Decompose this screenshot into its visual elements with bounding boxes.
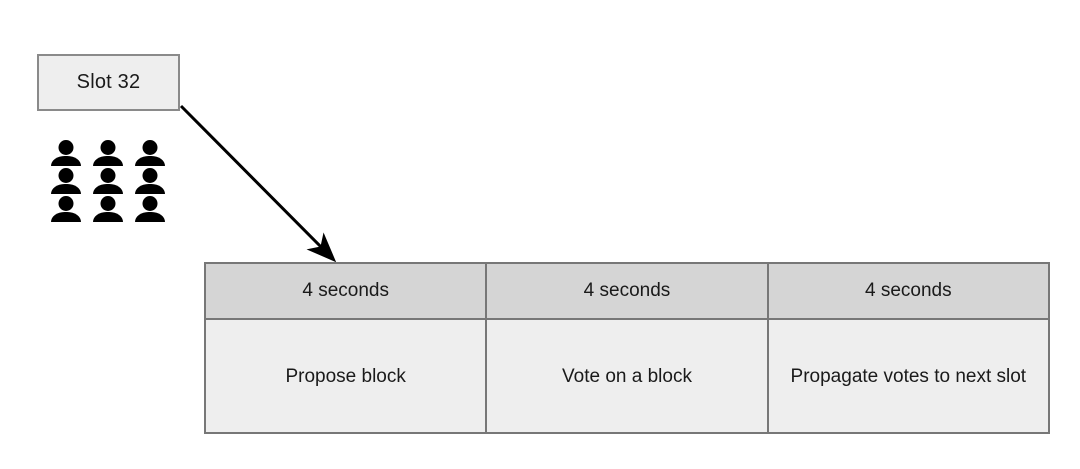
person-icon (87, 139, 129, 167)
person-head (142, 196, 158, 211)
duration-label-3: 4 seconds (865, 280, 952, 301)
person-icon (129, 167, 171, 195)
person-head (142, 140, 158, 155)
person-body (135, 156, 165, 166)
duration-cell-2: 4 seconds (485, 262, 769, 320)
slot-phase-table: 4 seconds 4 seconds 4 seconds Propose bl… (203, 262, 1051, 434)
person-icon (45, 195, 87, 223)
phase-label-3: Propagate votes to next slot (790, 365, 1027, 387)
phase-label-2: Vote on a block (562, 365, 692, 387)
person-body (51, 156, 81, 166)
duration-label-2: 4 seconds (583, 280, 671, 301)
table-row-durations: 4 seconds 4 seconds 4 seconds (203, 262, 1051, 320)
person-body (93, 156, 123, 166)
person-body (93, 184, 123, 194)
person-head (100, 196, 116, 211)
duration-label-1: 4 seconds (302, 280, 389, 301)
person-body (135, 212, 165, 222)
person-head (58, 168, 74, 183)
person-body (135, 184, 165, 194)
person-icon (129, 195, 171, 223)
person-icon (129, 139, 171, 167)
person-icon (45, 139, 87, 167)
person-head (58, 196, 74, 211)
person-body (51, 184, 81, 194)
person-icon (87, 167, 129, 195)
phase-cell-1: Propose block (203, 318, 488, 434)
phase-cell-3: Propagate votes to next slot (766, 318, 1051, 434)
slot-box: Slot 32 (37, 54, 180, 111)
person-icon (45, 167, 87, 195)
person-head (142, 168, 158, 183)
phase-cell-2: Vote on a block (485, 318, 769, 434)
duration-cell-3: 4 seconds (766, 262, 1051, 320)
phase-label-1: Propose block (285, 365, 406, 387)
person-head (100, 168, 116, 183)
person-head (100, 140, 116, 155)
person-head (58, 140, 74, 155)
slot-box-label: Slot 32 (76, 71, 141, 93)
person-body (51, 212, 81, 222)
duration-cell-1: 4 seconds (203, 262, 488, 320)
person-body (93, 212, 123, 222)
table-row-phases: Propose block Vote on a block Propagate … (203, 318, 1051, 434)
validator-group (45, 139, 171, 223)
person-icon (87, 195, 129, 223)
